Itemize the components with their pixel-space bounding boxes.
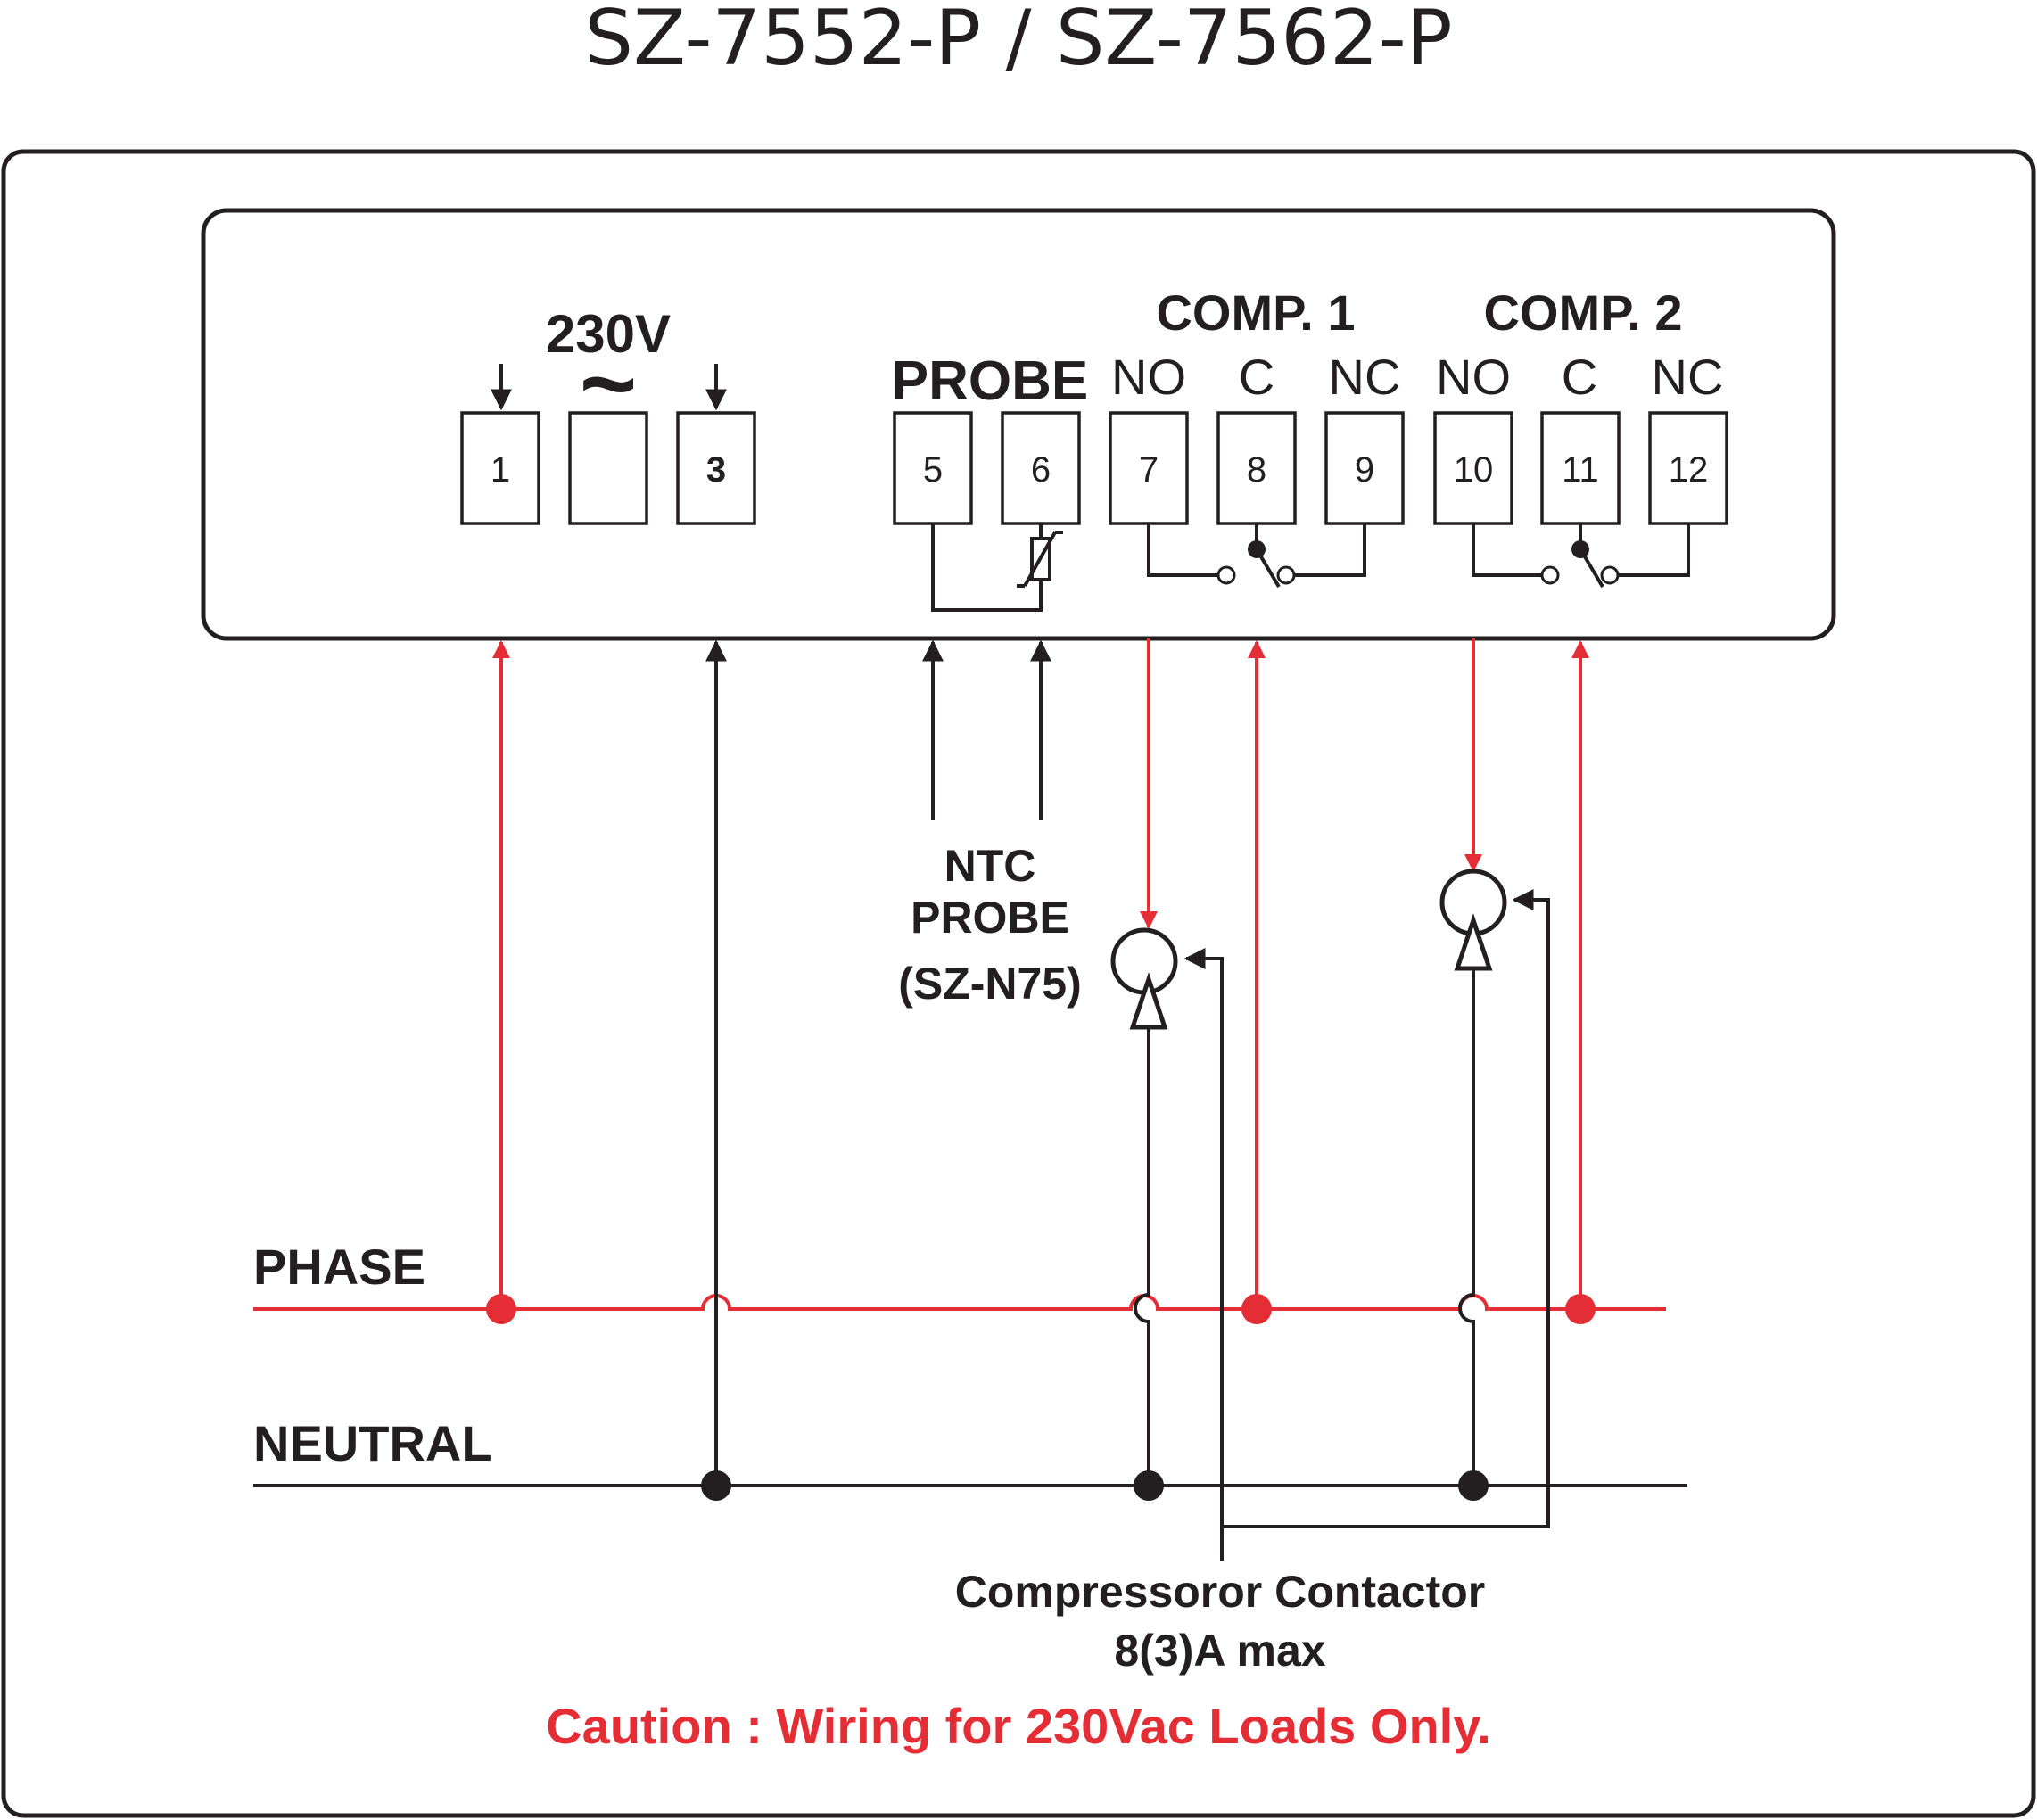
controller-housing	[201, 208, 1836, 641]
internal-probe-circuit	[931, 523, 1063, 612]
terminal-number: 12	[1669, 450, 1709, 490]
contactor2-coil-symbol	[1439, 869, 1507, 971]
terminal-box	[676, 411, 756, 525]
terminal-number: 3	[706, 450, 726, 490]
comp1-c-label: C	[1239, 349, 1274, 405]
wire-contactor2-control	[1222, 889, 1550, 1528]
comp1-group-label: COMP. 1	[1156, 284, 1355, 341]
ntc-probe-label-line2: PROBE	[911, 893, 1069, 943]
wire-contactor1-neutral	[1134, 1027, 1150, 1486]
terminal-number: 1	[491, 450, 510, 490]
comp2-relay-contact	[1472, 523, 1690, 589]
terminal-box	[460, 411, 540, 525]
terminal-number: 8	[1247, 450, 1266, 490]
neutral-junction	[701, 1470, 731, 1501]
phase-junction	[1565, 1294, 1596, 1324]
contactor1-coil-symbol	[1110, 927, 1178, 1030]
neutral-label: NEUTRAL	[253, 1415, 492, 1471]
diagram-title: SZ-7552-P / SZ-7562-P	[584, 0, 1452, 83]
terminal-box	[893, 411, 973, 525]
phase-junction	[1241, 1294, 1272, 1324]
comp2-group-label: COMP. 2	[1483, 284, 1682, 341]
outer-frame	[1, 149, 2036, 1818]
contactor-label-line2: 8(3)A max	[1114, 1626, 1325, 1676]
terminal-number: 5	[923, 450, 943, 490]
neutral-junction	[1458, 1470, 1489, 1501]
ntc-probe-label-line1: NTC	[944, 841, 1036, 891]
terminal-number: 10	[1454, 450, 1494, 490]
neutral-junction	[1134, 1470, 1164, 1501]
probe-group-label: PROBE	[892, 350, 1088, 412]
ntc-probe-label-line3: (SZ-N75)	[898, 959, 1082, 1009]
comp1-no-label: NO	[1111, 349, 1186, 405]
terminal-box	[1001, 411, 1081, 525]
phase-line	[253, 1294, 1666, 1311]
terminal-number: 6	[1031, 450, 1051, 490]
supply-voltage-label: 230V	[546, 304, 671, 364]
terminal-number: 7	[1139, 450, 1159, 490]
comp2-no-label: NO	[1436, 349, 1511, 405]
terminal-number: 11	[1562, 450, 1599, 490]
comp2-nc-label: NC	[1652, 349, 1724, 405]
caution-note: Caution : Wiring for 230Vac Loads Only.	[546, 1698, 1491, 1754]
terminal-box	[1109, 411, 1189, 525]
phase-label: PHASE	[253, 1239, 425, 1295]
wire-contactor2-neutral	[1458, 968, 1475, 1486]
phase-junction	[486, 1294, 516, 1324]
contactor-label-line1: Compressoror Contactor	[955, 1567, 1486, 1617]
comp1-nc-label: NC	[1329, 349, 1401, 405]
terminal-number: 9	[1355, 450, 1374, 490]
terminal-block: 1 3 5 6 7 8 9 10 11 12	[460, 411, 1728, 525]
wire-contactor1-control	[1183, 948, 1224, 1561]
comp1-relay-contact	[1147, 523, 1366, 589]
terminal-box	[568, 411, 648, 525]
comp2-c-label: C	[1562, 349, 1597, 405]
